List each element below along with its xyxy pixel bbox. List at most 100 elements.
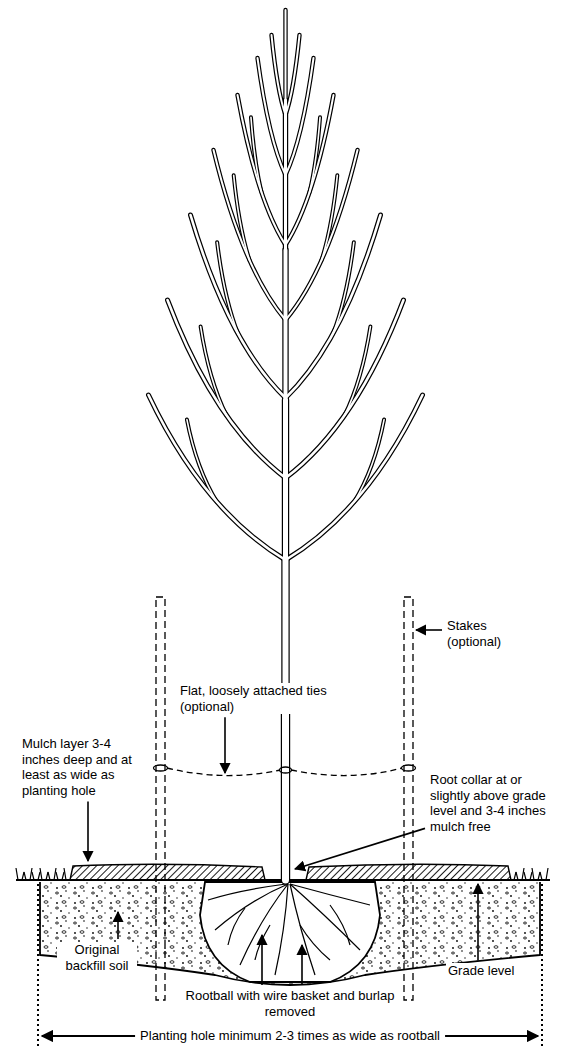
branch-fill [283, 560, 289, 700]
branch-fill [214, 150, 286, 320]
branch-outline [217, 242, 238, 334]
branch-outline [201, 327, 227, 416]
leader-arrow [87, 801, 89, 861]
branch-outline [286, 150, 358, 320]
branch-fill [285, 10, 287, 100]
branch-fill [258, 58, 286, 175]
stake [156, 597, 165, 1000]
branch-outline [333, 242, 354, 334]
branch-outline [286, 95, 334, 245]
planting-hole-outline [40, 882, 540, 985]
tie-label: Flat, loosely attached ties (optional) [178, 683, 350, 714]
ties [154, 765, 416, 776]
branch-outline [321, 175, 337, 260]
tree [149, 10, 423, 880]
branch-fill [286, 58, 314, 175]
grass-blade [40, 868, 42, 880]
branch-outline [258, 58, 286, 175]
leader-arrow [117, 912, 119, 939]
branch-fill [333, 242, 354, 334]
grass-blade [524, 872, 526, 880]
branch-outline [191, 215, 286, 398]
branch-outline [286, 300, 404, 478]
grass-blade [38, 872, 40, 880]
branch-fill [272, 35, 286, 115]
branch-fill [187, 420, 217, 503]
dimension-line [37, 884, 39, 1046]
grass-blade [546, 868, 548, 880]
branch-outline [251, 117, 262, 192]
leader-arrow [224, 717, 226, 773]
branch-outline [238, 95, 286, 245]
branch-outline [234, 175, 250, 260]
branch-fill [344, 327, 370, 416]
grass-blade [16, 868, 18, 880]
branch-outline [272, 35, 286, 115]
branch-outline [344, 327, 370, 416]
dimension-label: Planting hole minimum 2-3 times as wide … [135, 1028, 445, 1044]
stake [404, 597, 413, 1000]
branch-fill [191, 215, 286, 398]
branch-outline [286, 35, 300, 115]
branch-fill [286, 395, 423, 560]
branch-fill [284, 250, 288, 400]
leader-arrow [477, 884, 479, 960]
branch-fill [286, 215, 381, 398]
mulch-label: Mulch layer 3-4 inches deep and at least… [20, 736, 150, 798]
grass-blade [530, 872, 532, 880]
grass-blade [56, 872, 58, 880]
grass-blade [48, 872, 50, 880]
branch-fill [217, 242, 238, 334]
branch-outline [286, 215, 381, 398]
branch-fill [309, 117, 320, 192]
leader-arrow [261, 935, 263, 985]
branch-outline [309, 117, 320, 192]
branch-fill [354, 420, 384, 503]
grass-blade [516, 872, 518, 880]
branch-outline [282, 250, 288, 400]
branch-outline [354, 420, 384, 503]
branch-outline [214, 150, 286, 320]
branch-fill [321, 175, 337, 260]
stake-label: Stakes (optional) [445, 618, 535, 649]
grass-blade [532, 868, 534, 880]
branch-fill [238, 95, 286, 245]
grade-level-label: Grade level [446, 963, 516, 979]
branch-fill [286, 150, 358, 320]
root-collar-label: Root collar at or slightly above grade l… [428, 772, 562, 834]
grass-blade [24, 872, 26, 880]
grass-blade [32, 872, 34, 880]
branch-fill [282, 700, 289, 880]
grass-blade [64, 868, 66, 880]
branch-outline [187, 420, 217, 503]
grass-blade [30, 868, 32, 880]
branch-fill [234, 175, 250, 260]
backfill-label: Original backfill soil [57, 942, 137, 973]
branch-outline [281, 560, 289, 700]
leader-arrow [301, 945, 303, 985]
branch-outline [286, 395, 423, 560]
branch-outline [282, 400, 289, 560]
branch-fill [286, 95, 334, 245]
dimension-line [541, 884, 543, 1046]
branch-outline [281, 700, 290, 880]
grass-blade [54, 868, 56, 880]
branch-fill [201, 327, 227, 416]
rootball [200, 882, 380, 982]
roots [208, 884, 370, 975]
branch-fill [283, 400, 288, 560]
leader-arrow [416, 629, 442, 631]
branch-fill [149, 395, 286, 560]
branch-fill [168, 300, 286, 478]
branch-fill [286, 35, 300, 115]
rootball-label: Rootball with wire basket and burlap rem… [183, 988, 398, 1019]
branch-fill [251, 117, 262, 192]
branch-outline [149, 395, 286, 560]
grass-blade [522, 868, 524, 880]
branch-outline [283, 10, 287, 100]
grass-blade [540, 872, 542, 880]
branch-outline [168, 300, 286, 478]
backfill-soil [40, 882, 540, 985]
mulch-layer [70, 864, 511, 880]
